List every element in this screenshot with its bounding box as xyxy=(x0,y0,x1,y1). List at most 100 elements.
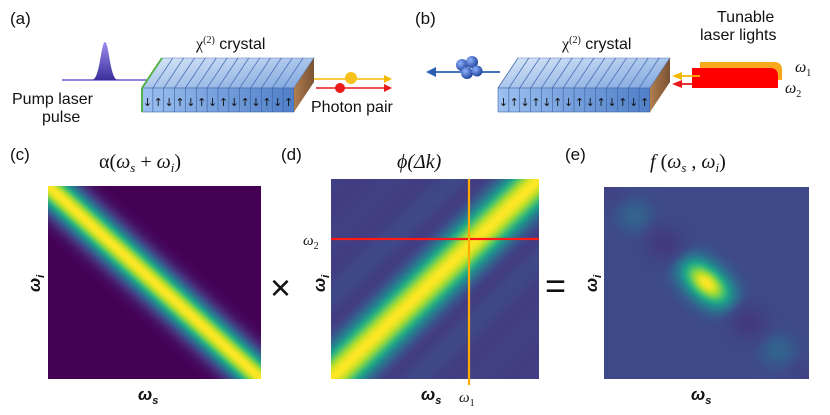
photon-cluster-icon xyxy=(456,56,483,79)
panel-e-label: (e) xyxy=(565,145,586,164)
pump-label-line1: Pump laser xyxy=(12,91,94,108)
crystal-domain-line xyxy=(282,57,304,89)
domain-down-arrow-icon: ↓ xyxy=(542,96,551,109)
domain-down-arrow-icon: ↓ xyxy=(607,96,616,109)
heatmap-e-frame xyxy=(604,187,809,379)
tunable-laser-icon xyxy=(672,62,782,88)
panel-d-label: (d) xyxy=(281,145,302,164)
omega1-label-d: ω1 xyxy=(459,390,475,409)
crystal-domain-line xyxy=(206,57,228,89)
heatmap-c xyxy=(48,186,261,379)
domain-up-arrow-icon: ↑ xyxy=(241,96,250,109)
domain-up-arrow-icon: ↑ xyxy=(154,96,163,109)
crystal-domain-line xyxy=(174,57,195,89)
heatmap-c-frame xyxy=(48,186,261,379)
domain-up-arrow-icon: ↑ xyxy=(510,96,519,109)
panel-d-xlabel: ωs xyxy=(421,385,441,407)
domain-down-arrow-icon: ↓ xyxy=(230,96,239,109)
domain-up-arrow-icon: ↑ xyxy=(597,96,606,109)
crystal-domain-line xyxy=(261,57,282,89)
crystal-domain-line xyxy=(185,57,206,89)
panel-b: (b) ↓↑↓↑↓↑↓↑↓↑↓↑↓↑ χ(2) crystal xyxy=(415,9,811,113)
panel-c: (c) α(ωs + ωi) ωs ωi xyxy=(10,145,261,407)
domain-up-arrow-icon: ↑ xyxy=(219,96,228,109)
panel-d-ylabel: ωi xyxy=(310,274,332,292)
omega2-label-b: ω2 xyxy=(785,80,801,100)
panel-e-ylabel: ωi xyxy=(582,274,604,292)
domain-up-arrow-icon: ↑ xyxy=(618,96,627,109)
crystal-b-label: χ(2) crystal xyxy=(561,35,631,53)
crystal-a-label: χ(2) crystal xyxy=(195,35,265,53)
panel-b-label: (b) xyxy=(415,9,436,28)
crystal-domain-line xyxy=(617,57,638,89)
domain-down-arrow-icon: ↓ xyxy=(629,96,638,109)
crystal-domain-line xyxy=(271,57,293,89)
domain-down-arrow-icon: ↓ xyxy=(499,96,508,109)
crystal-icon: ↓↑↓↑↓↑↓↑↓↑↓↑↓↑ xyxy=(497,57,671,113)
domain-down-arrow-icon: ↓ xyxy=(165,96,174,109)
crystal-domain-line xyxy=(239,57,261,89)
equals-operator: = xyxy=(545,265,566,306)
crystal-domain-line xyxy=(519,57,541,89)
domain-down-arrow-icon: ↓ xyxy=(208,96,217,109)
crystal-domain-line xyxy=(627,57,649,89)
tunable-label-line1: Tunable xyxy=(717,9,774,26)
panel-c-xlabel: ωs xyxy=(138,385,158,407)
domain-down-arrow-icon: ↓ xyxy=(273,96,282,109)
crystal-domain-line xyxy=(595,57,617,89)
heatmap-e xyxy=(604,187,809,379)
domain-up-arrow-icon: ↑ xyxy=(553,96,562,109)
crystal-domain-line xyxy=(152,57,174,89)
panel-d: (d) ϕ(Δk) ω2 ω1 ωs ωi xyxy=(281,145,539,409)
times-operator: × xyxy=(270,267,291,308)
domain-up-arrow-icon: ↑ xyxy=(284,96,293,109)
crystal-domain-line xyxy=(497,57,519,89)
domain-down-arrow-icon: ↓ xyxy=(586,96,595,109)
photon-pair-label: Photon pair xyxy=(311,99,394,116)
pump-pulse-icon xyxy=(62,42,148,81)
panel-c-ylabel: ωi xyxy=(25,274,47,292)
panel-e-title: f (ωs , ωi) xyxy=(650,151,726,175)
panel-e: (e) f (ωs , ωi) ωs ωi xyxy=(565,145,809,407)
heatmap-d xyxy=(331,179,539,379)
domain-down-arrow-icon: ↓ xyxy=(521,96,530,109)
crystal-domain-line xyxy=(530,57,551,89)
crystal-domain-line xyxy=(541,57,562,89)
domain-up-arrow-icon: ↑ xyxy=(197,96,206,109)
panel-a: (a) Pump laser pulse ↓↑↓↑↓↑↓↑↓↑↓↑↓↑ χ(2)… xyxy=(10,9,394,126)
panel-a-label: (a) xyxy=(10,9,31,28)
domain-up-arrow-icon: ↑ xyxy=(531,96,540,109)
domain-down-arrow-icon: ↓ xyxy=(186,96,195,109)
domain-down-arrow-icon: ↓ xyxy=(143,96,152,109)
crystal-domain-line xyxy=(163,57,185,89)
crystal-domain-line xyxy=(584,57,606,89)
crystal-domain-line xyxy=(551,57,573,89)
panel-c-title: α(ωs + ωi) xyxy=(99,151,181,175)
omega2-label-d: ω2 xyxy=(303,233,319,252)
domain-up-arrow-icon: ↑ xyxy=(575,96,584,109)
crystal-icon: ↓↑↓↑↓↑↓↑↓↑↓↑↓↑ xyxy=(141,57,315,113)
crystal-domain-line xyxy=(638,57,660,89)
panel-d-title: ϕ(Δk) xyxy=(397,151,442,173)
omega1-label-b: ω1 xyxy=(795,59,811,79)
photon-pair-icon xyxy=(314,72,392,93)
panel-c-label: (c) xyxy=(10,145,30,164)
tunable-label-line2: laser lights xyxy=(700,27,776,44)
crystal-domain-line xyxy=(195,57,217,89)
pump-label-line2: pulse xyxy=(42,109,80,126)
domain-down-arrow-icon: ↓ xyxy=(564,96,573,109)
panel-e-xlabel: ωs xyxy=(691,385,711,407)
crystal-domain-line xyxy=(228,57,250,89)
crystal-domain-line xyxy=(562,57,584,89)
domain-up-arrow-icon: ↑ xyxy=(175,96,184,109)
output-arrowhead xyxy=(426,67,436,77)
crystal-domain-line xyxy=(606,57,627,89)
domain-up-arrow-icon: ↑ xyxy=(640,96,649,109)
domain-up-arrow-icon: ↑ xyxy=(262,96,271,109)
crystal-domain-line xyxy=(250,57,271,89)
crystal-domain-line xyxy=(508,57,530,89)
crystal-domain-line xyxy=(217,57,239,89)
domain-down-arrow-icon: ↓ xyxy=(251,96,260,109)
